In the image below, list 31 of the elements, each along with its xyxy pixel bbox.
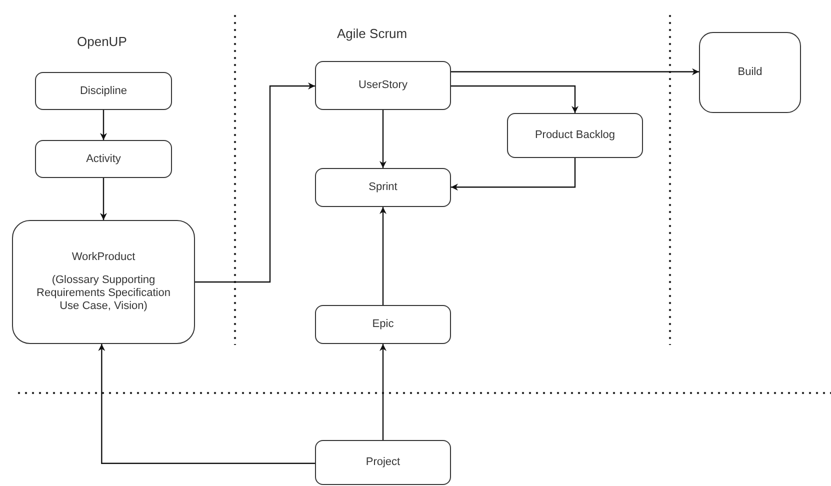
process-box: [35, 140, 172, 178]
arrow: [451, 158, 576, 191]
node-title: Sprint: [368, 181, 398, 194]
node-title: Build: [738, 66, 762, 79]
node-title: Product Backlog: [534, 129, 616, 142]
node-title: Project: [366, 456, 400, 469]
arrow: [380, 110, 386, 168]
arrow: [100, 178, 107, 220]
node-title: WorkProduct: [70, 251, 136, 264]
section-heading: OpenUP: [77, 34, 127, 49]
section-heading: Agile Scrum: [337, 26, 408, 41]
process-box: [35, 72, 172, 110]
arrow: [380, 344, 386, 440]
arrow: [100, 110, 107, 140]
node-title: Activity: [86, 152, 121, 166]
process-box: [315, 61, 451, 110]
node-title: Discipline: [80, 84, 128, 98]
process-box: [315, 168, 451, 207]
arrow: [98, 344, 315, 464]
node-title: UserStory: [358, 79, 408, 92]
process-box: [315, 440, 451, 485]
arrow: [195, 82, 315, 283]
arrow: [380, 207, 386, 305]
arrow: [451, 68, 699, 76]
node-title: Epic: [372, 318, 394, 331]
node-description: (Glossary Supporting Requirements Specification Use Case, Vision): [36, 274, 172, 313]
process-box: [315, 305, 451, 344]
process-box: [699, 32, 801, 113]
process-box: [12, 220, 195, 344]
process-box: [507, 113, 643, 158]
arrow: [451, 85, 578, 113]
